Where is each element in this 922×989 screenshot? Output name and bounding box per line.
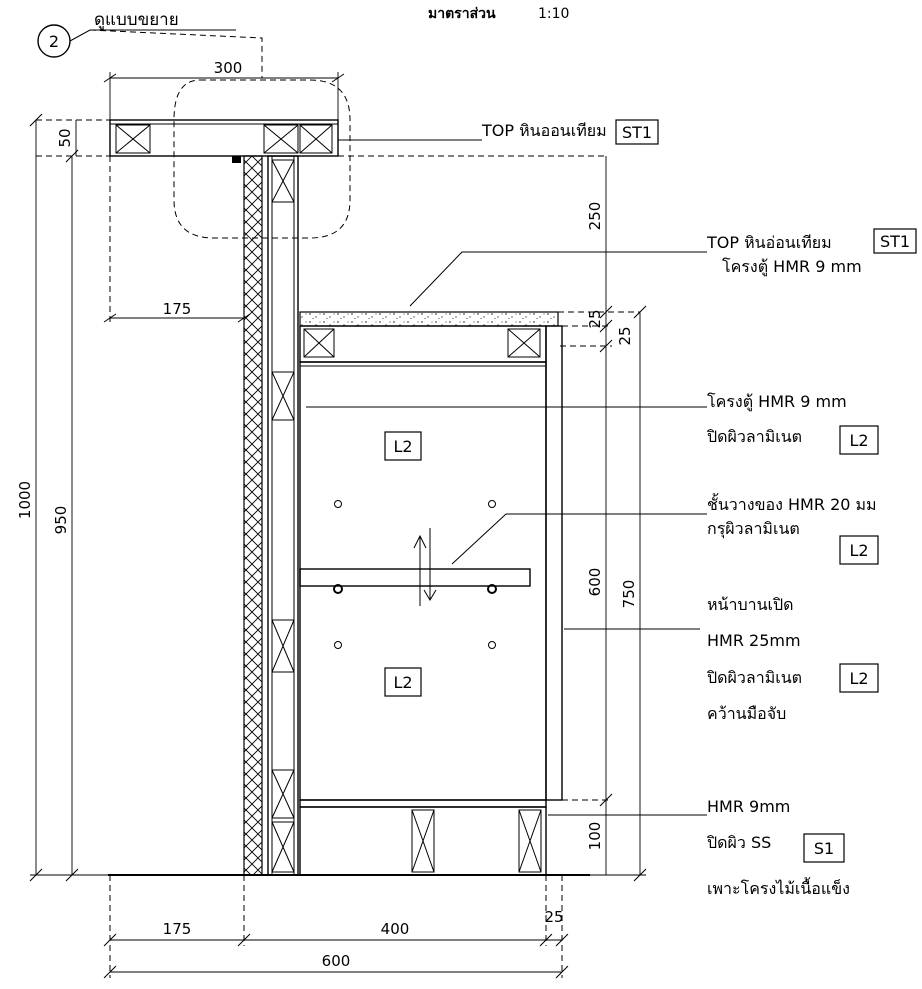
shelf-pin-holes	[333, 500, 497, 649]
dim-top2-thick: 25	[586, 309, 604, 328]
cabinet-carcass	[299, 361, 547, 801]
callout-counter-tag: ST1	[880, 232, 910, 251]
door-panel	[545, 325, 563, 801]
dim-top-width: 300	[214, 59, 243, 77]
scale-label: มาตราส่วน	[428, 6, 496, 22]
callout-plinth-line3: เพาะโครงไม้เนื้อแข็ง	[707, 877, 850, 898]
callout-door-line4: คว้านมือจับ	[707, 704, 786, 723]
detail-marker-number: 2	[49, 32, 59, 51]
callout-shelf-line2: กรุผิวลามิเนต	[707, 519, 800, 539]
callout-counter-line2: โครงตู้ HMR 9 mm	[722, 257, 862, 277]
dim-upper-height: 950	[52, 506, 70, 535]
callout-carcass-line2: ปิดผิวลามิเนต	[707, 427, 802, 446]
callout-top-bar-text: TOP หินออนเทียม	[481, 121, 607, 140]
shelf	[299, 568, 531, 587]
callout-door-line3: ปิดผิวลามิเนต	[707, 668, 802, 687]
dim-bottom-total: 600	[322, 952, 351, 970]
stud-frame	[267, 155, 299, 876]
callout-top-bar-tag: ST1	[622, 123, 652, 142]
upper-top-block-3	[299, 124, 333, 154]
callout-counter-line1: TOP หินอ่อนเทียม	[706, 233, 832, 252]
callout-plinth-line1: HMR 9mm	[707, 797, 790, 816]
dim-bottom-body: 400	[381, 920, 410, 938]
dim-counter-height: 750	[620, 580, 638, 609]
callout-carcass-line1: โครงตู้ HMR 9 mm	[707, 392, 847, 412]
callout-door-line2: HMR 25mm	[707, 631, 801, 650]
bracket-icon	[232, 156, 241, 163]
detail-bubble	[173, 79, 351, 239]
back-wall-panel	[243, 155, 263, 876]
callout-plinth-line2: ปิดผิว SS	[707, 833, 772, 852]
dim-carcass-height: 600	[586, 568, 604, 597]
callout-shelf-tag: L2	[849, 541, 868, 560]
stud-blocks	[271, 159, 295, 873]
plinth	[299, 806, 547, 876]
dim-total-height: 1000	[16, 481, 34, 519]
callout-plinth-tag: S1	[814, 839, 834, 858]
panel-tag-lower: L2	[393, 673, 412, 692]
scale-value: 1:10	[538, 6, 569, 22]
dim-overhang-left: 175	[163, 300, 192, 318]
dim-apron: 25	[616, 326, 634, 345]
upper-top-block-2	[263, 124, 299, 154]
callout-shelf-line1: ชั้นวางของ HMR 20 มม	[707, 493, 877, 514]
upper-top-block-1	[115, 124, 151, 154]
callout-door-line1: หน้าบานเปิด	[707, 595, 794, 614]
bottom-board	[299, 799, 547, 808]
dim-bottom-left: 175	[163, 920, 192, 938]
dim-gap-upper: 250	[586, 202, 604, 231]
shelf-adjust-arrows	[413, 528, 437, 606]
detail-marker-label: ดูแบบขยาย	[94, 10, 179, 30]
dim-top-thick: 50	[56, 128, 74, 147]
dim-bottom-door: 25	[544, 908, 563, 926]
callout-carcass-tag: L2	[849, 431, 868, 450]
upper-top-slab	[109, 119, 339, 157]
panel-tag-upper: L2	[393, 437, 412, 456]
detail-ref-dashed-line	[89, 29, 263, 78]
counter-top-slab	[299, 311, 559, 327]
dim-plinth: 100	[586, 822, 604, 851]
callout-door-tag: L2	[849, 669, 868, 688]
